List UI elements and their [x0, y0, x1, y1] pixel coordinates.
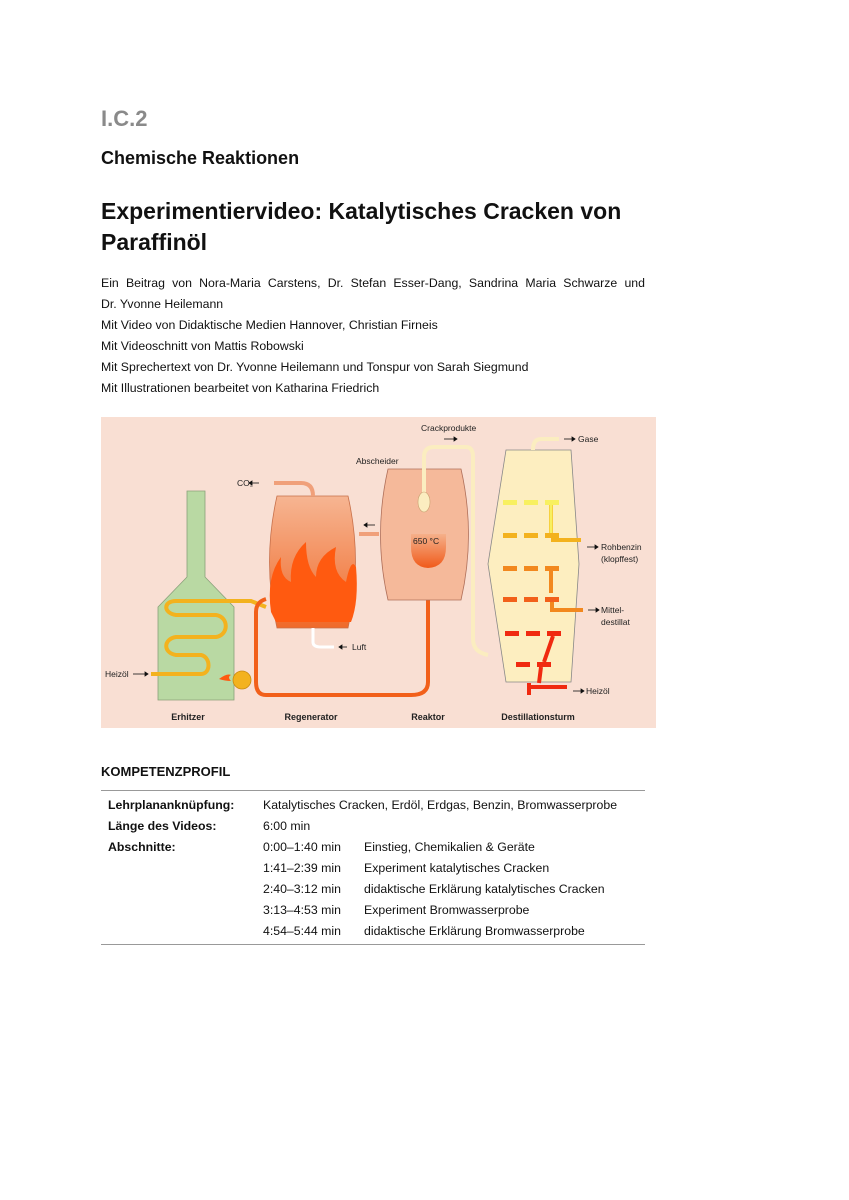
heater [157, 490, 235, 701]
section-desc: Experiment Bromwasserprobe [364, 903, 530, 917]
section-desc: didaktische Erklärung katalytisches Crac… [364, 882, 605, 896]
section-time: 4:54–5:44 min [263, 924, 341, 938]
section-time: 0:00–1:40 min [263, 840, 341, 854]
table-row: Abschnitte: 0:00–1:40 min Einstieg, Chemik… [101, 837, 645, 858]
label-temperature: 650 °C [413, 536, 439, 546]
table-row: 4:54–5:44 min didaktische Erklärung Bromw… [101, 921, 645, 942]
credit-line: Mit Video von Didaktische Medien Hannove… [101, 318, 438, 332]
credits: Ein Beitrag von Nora-Maria Carstens, Dr.… [101, 273, 645, 399]
section-title: Chemische Reaktionen [101, 148, 300, 168]
label-arrows [133, 436, 600, 694]
table-row: 3:13–4:53 min Experiment Bromwasserprobe [101, 900, 645, 921]
label-destillat: destillat [601, 617, 630, 627]
section-time: 3:13–4:53 min [263, 903, 341, 917]
label-luft: Luft [352, 642, 367, 652]
section-desc: Einstieg, Chemikalien & Geräte [364, 840, 535, 854]
heating-coil [151, 599, 267, 676]
tower-trays [503, 500, 583, 695]
co2-pipe [274, 481, 315, 497]
row-label-empty [101, 921, 263, 942]
row-value: 6:00 min [263, 819, 311, 833]
burner [232, 670, 252, 690]
row-label: Abschnitte: [108, 840, 176, 854]
page-title: Experimentiervideo: Katalytisches Cracke… [101, 198, 622, 255]
credit-line: Mit Illustrationen bearbeitet von Kathar… [101, 381, 380, 395]
label-mittel: Mittel- [601, 605, 624, 615]
row-label-empty [101, 900, 263, 921]
label-heizoel-in: Heizöl [105, 669, 129, 679]
section-time: 1:41–2:39 min [263, 861, 341, 875]
row-label-empty [101, 879, 263, 900]
flame-icon [269, 542, 357, 622]
air-pipe [311, 628, 334, 649]
credit-line: Dr. Yvonne Heilemann [101, 297, 224, 311]
label-crackprodukte: Crackprodukte [421, 423, 477, 433]
connector-pipe [359, 532, 379, 536]
crack-products-pipe [422, 445, 489, 657]
caption-regenerator: Regenerator [284, 712, 338, 722]
credit-line: Mit Sprechertext von Dr. Yvonne Heileman… [101, 360, 529, 374]
table-row: 1:41–2:39 min Experiment katalytisches Cr… [101, 858, 645, 879]
burner-flame-icon [219, 674, 231, 681]
caption-destillationsturm: Destillationsturm [501, 712, 575, 722]
section-desc: didaktische Erklärung Bromwasserprobe [364, 924, 585, 938]
table-row: Länge des Videos: 6:00 min [101, 816, 645, 837]
label-gase: Gase [578, 434, 599, 444]
row-label-empty [101, 858, 263, 879]
credit-line: Mit Videoschnitt von Mattis Robowski [101, 339, 304, 353]
module-code: I.C.2 [101, 106, 148, 131]
label-klopffest: (klopffest) [601, 554, 638, 564]
caption-erhitzer: Erhitzer [171, 712, 205, 722]
row-label: Länge des Videos: [108, 819, 217, 833]
label-abscheider: Abscheider [356, 456, 399, 466]
section-time: 2:40–3:12 min [263, 882, 341, 896]
cracking-plant-diagram: CO₂ Abscheider Crackprodukte Gase 650 °C… [101, 417, 656, 728]
reactor-vessel [411, 534, 446, 568]
gas-pipe [531, 437, 559, 451]
profile-table: Lehrplananknüpfung: Katalytisches Cracken… [101, 790, 645, 945]
caption-reaktor: Reaktor [411, 712, 445, 722]
catalyst-return-pipe [254, 568, 430, 697]
section-desc: Experiment katalytisches Cracken [364, 861, 550, 875]
table-row: Lehrplananknüpfung: Katalytisches Cracken… [101, 795, 645, 816]
label-heizoel-out: Heizöl [586, 686, 610, 696]
profile-heading: KOMPETENZPROFIL [101, 764, 231, 779]
label-co2: CO₂ [237, 478, 253, 488]
table-row: 2:40–3:12 min didaktische Erklärung katal… [101, 879, 645, 900]
label-rohbenzin: Rohbenzin [601, 542, 642, 552]
credit-line: Ein Beitrag von Nora-Maria Carstens, Dr.… [101, 276, 645, 290]
separator [417, 491, 431, 513]
row-label: Lehrplananknüpfung: [108, 798, 235, 812]
row-value: Katalytisches Cracken, Erdöl, Erdgas, Be… [263, 798, 618, 812]
